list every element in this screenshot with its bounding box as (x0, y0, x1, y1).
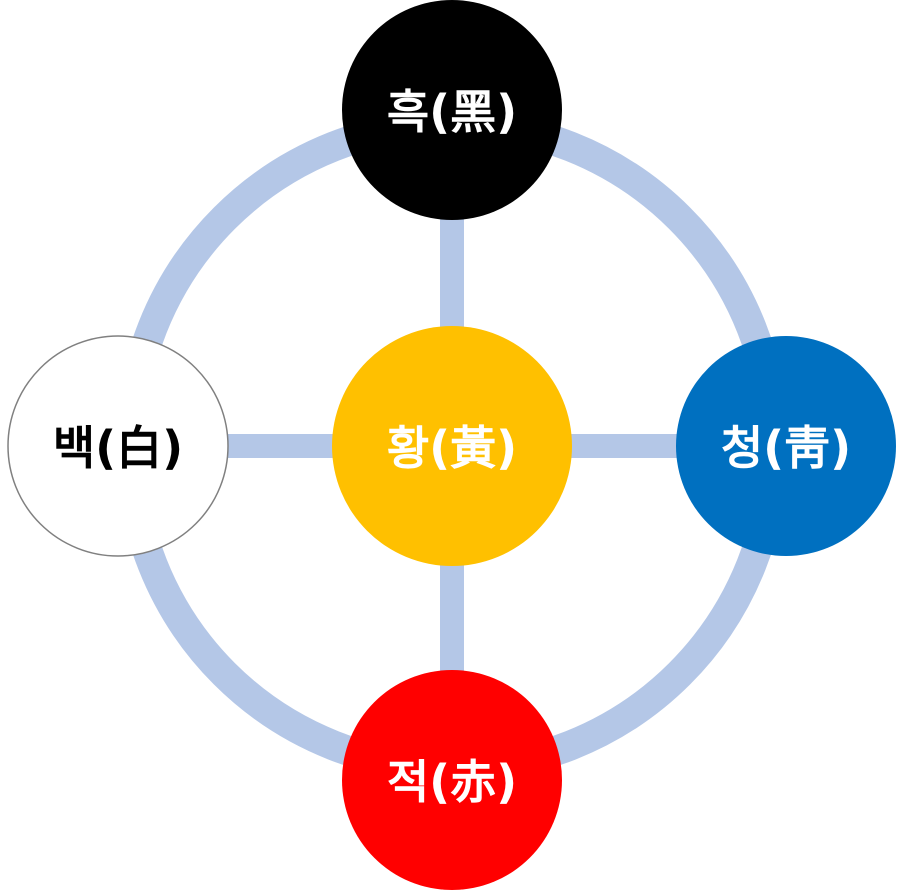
node-bottom-label: 적(赤) (387, 755, 517, 809)
node-center: 황(黃) (332, 326, 572, 566)
node-top-label: 흑(黑) (387, 85, 517, 139)
node-center-circle (332, 326, 572, 566)
node-left-label: 백(白) (53, 421, 183, 475)
node-left-circle (7, 335, 229, 557)
node-right-circle (676, 336, 896, 556)
node-bottom: 적(赤) (342, 670, 562, 890)
node-center-label: 황(黃) (387, 421, 517, 475)
node-top: 흑(黑) (342, 0, 562, 220)
node-right-label: 청(靑) (721, 421, 851, 475)
node-right: 청(靑) (676, 336, 896, 556)
node-bottom-circle (342, 670, 562, 890)
node-left: 백(白) (7, 335, 229, 557)
node-top-circle (342, 0, 562, 220)
